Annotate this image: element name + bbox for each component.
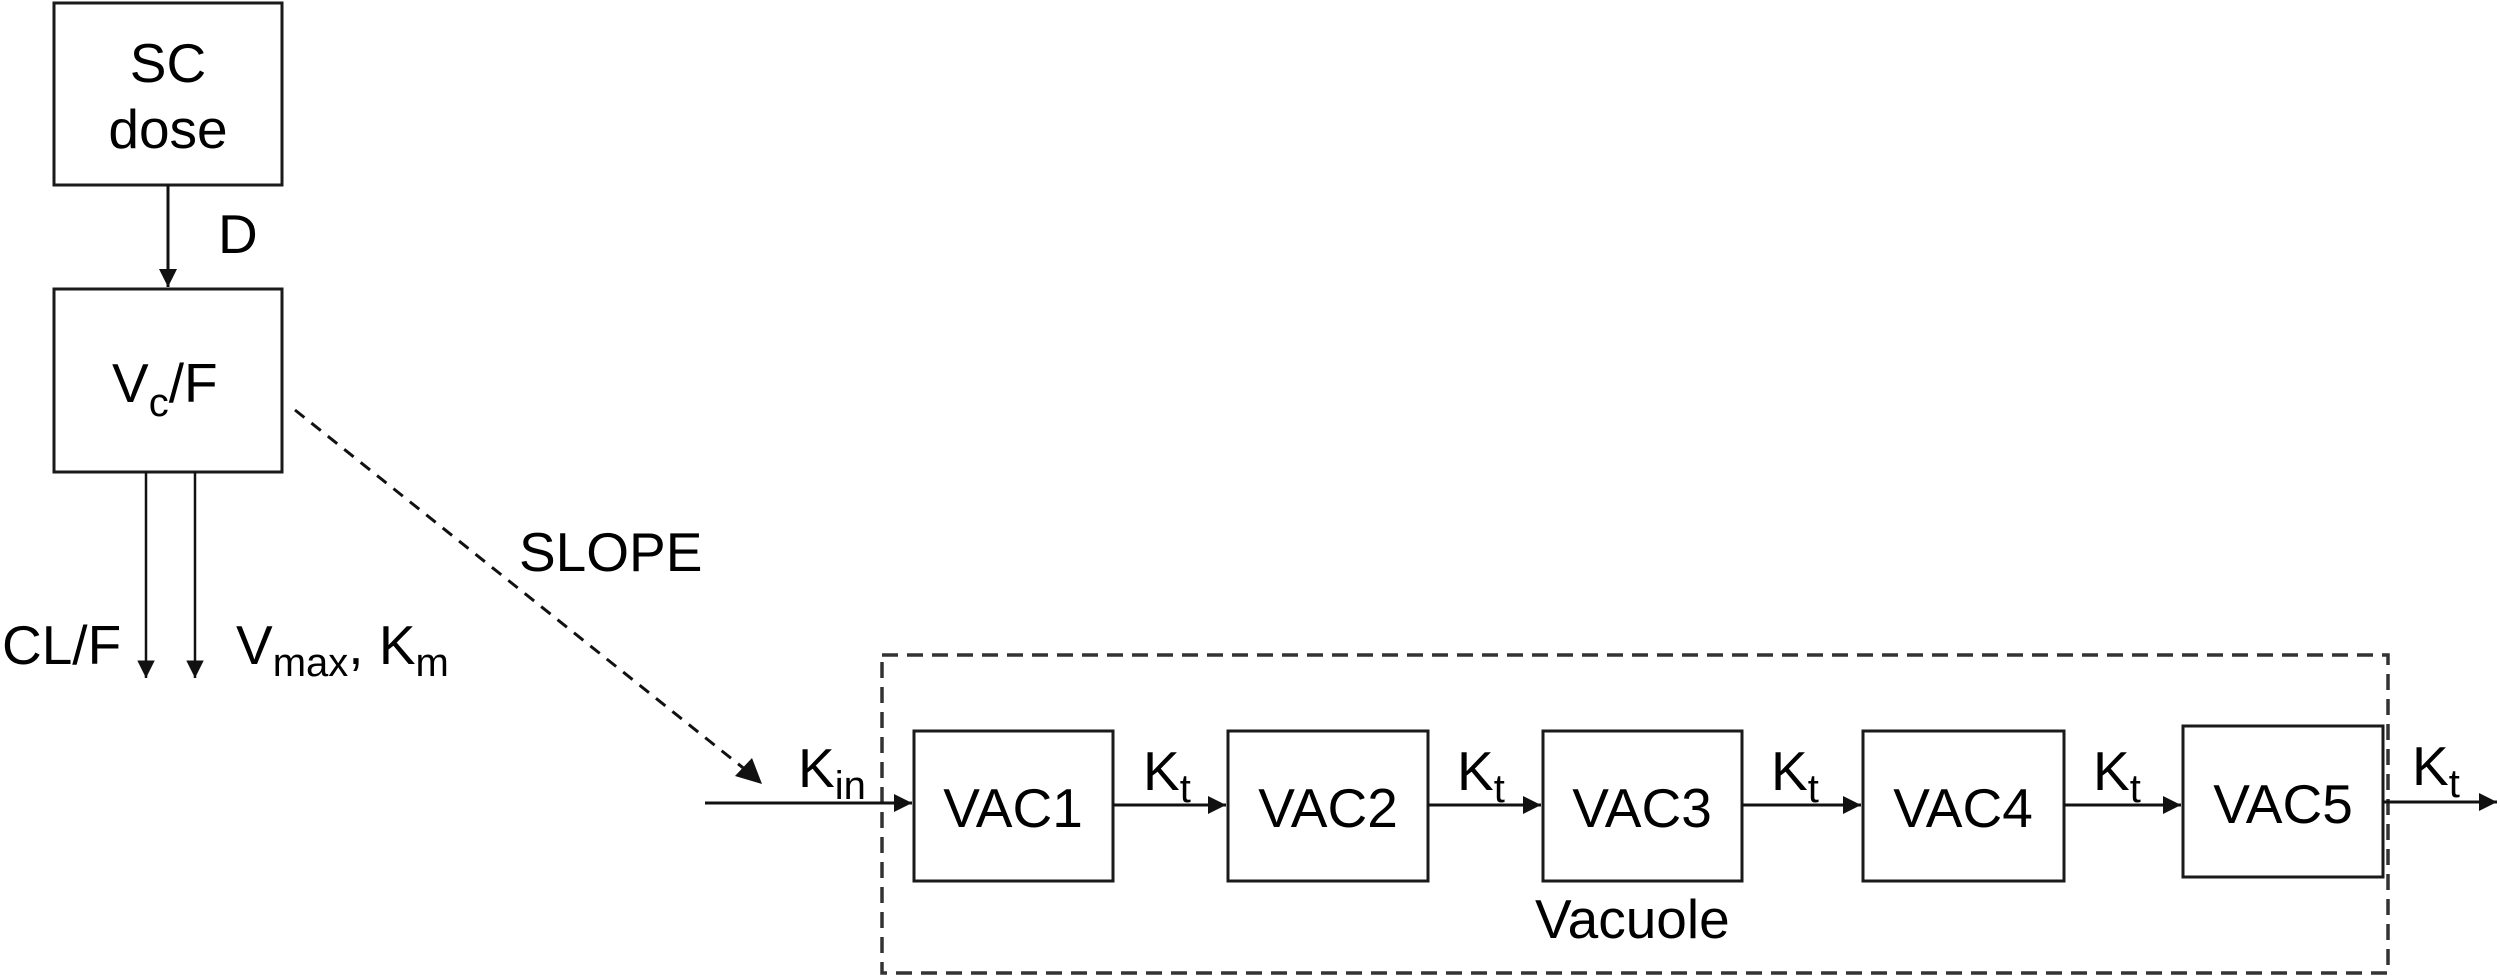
- sc-dose-box: [52, 1, 284, 187]
- dose-arrow: D: [159, 185, 258, 287]
- kin-subscript: in: [835, 764, 866, 808]
- kt-subscript: t: [1180, 767, 1191, 811]
- output-rate-label: Kt: [2412, 735, 2460, 806]
- vac2-label: VAC2: [1258, 777, 1398, 839]
- central-compartment-box: [52, 287, 284, 474]
- elimination-arrows: CL/F Vmax, Km: [2, 472, 449, 685]
- vac-compartment-3: VAC3: [1541, 729, 1744, 883]
- kt-k: K: [1771, 740, 1808, 802]
- michaelis-menten-label: Vmax, Km: [236, 614, 449, 685]
- dose-rate-label: D: [218, 203, 258, 265]
- vmax-subscript: max: [273, 641, 349, 685]
- km-subscript: m: [416, 641, 449, 685]
- input-arrow: Kin: [705, 737, 912, 812]
- output-arrow: Kt: [2383, 735, 2497, 811]
- vac1-label: VAC1: [943, 777, 1083, 839]
- vac1-box: [912, 729, 1115, 883]
- drug-effect-link: SLOPE: [294, 408, 762, 784]
- separator: ,: [348, 614, 379, 676]
- kt-k: K: [1143, 740, 1180, 802]
- kt-k: K: [2412, 735, 2449, 797]
- transit-rate-label-2: Kt: [1457, 740, 1505, 811]
- kt-subscript: t: [1808, 767, 1819, 811]
- transit-rate-label-3: Kt: [1771, 740, 1819, 811]
- vac3-label: VAC3: [1572, 777, 1712, 839]
- vac4-box: [1861, 729, 2066, 883]
- vmax-v: V: [236, 614, 273, 676]
- input-rate-label: Kin: [798, 737, 866, 808]
- vacuole-group-border: [880, 653, 2390, 975]
- slope-dashed-line: [294, 408, 753, 777]
- kt-k: K: [2093, 740, 2130, 802]
- vac-compartment-5: VAC5: [2181, 724, 2385, 879]
- central-compartment: Vc/F: [52, 287, 284, 474]
- sc-dose-label-line1: SC: [130, 32, 206, 94]
- kt-subscript: t: [1494, 767, 1505, 811]
- vacuole-group-label: Vacuole: [1535, 888, 1730, 950]
- central-subscript: c: [149, 381, 169, 425]
- vac2-box: [1226, 729, 1430, 883]
- slope-arrowhead: [735, 758, 762, 784]
- vac5-box: [2181, 724, 2385, 879]
- slope-label: SLOPE: [519, 521, 702, 583]
- sc-dose-label-line2: dose: [108, 98, 227, 160]
- central-suffix: /F: [169, 352, 218, 414]
- vac4-label: VAC4: [1893, 777, 2033, 839]
- vac-compartment-1: VAC1: [912, 729, 1115, 883]
- kt-k: K: [1457, 740, 1494, 802]
- vac-compartment-4: VAC4: [1861, 729, 2066, 883]
- kt-subscript: t: [2130, 767, 2141, 811]
- transit-rate-label-4: Kt: [2093, 740, 2141, 811]
- central-compartment-label: Vc/F: [112, 352, 218, 425]
- central-v: V: [112, 352, 149, 414]
- kt-subscript: t: [2449, 762, 2460, 806]
- clearance-label: CL/F: [2, 614, 121, 676]
- vac5-label: VAC5: [2213, 773, 2353, 835]
- vac3-box: [1541, 729, 1744, 883]
- transit-arrow-1: Kt: [1113, 740, 1226, 814]
- transit-rate-label-1: Kt: [1143, 740, 1191, 811]
- transit-arrow-2: Kt: [1428, 740, 1541, 814]
- vac-compartment-2: VAC2: [1226, 729, 1430, 883]
- km-k: K: [379, 614, 416, 676]
- transit-arrow-3: Kt: [1742, 740, 1861, 814]
- kin-k: K: [798, 737, 835, 799]
- transit-arrow-4: Kt: [2064, 740, 2181, 814]
- vacuole-group: Vacuole: [880, 653, 2390, 975]
- sc-dose-compartment: SC dose: [52, 1, 284, 187]
